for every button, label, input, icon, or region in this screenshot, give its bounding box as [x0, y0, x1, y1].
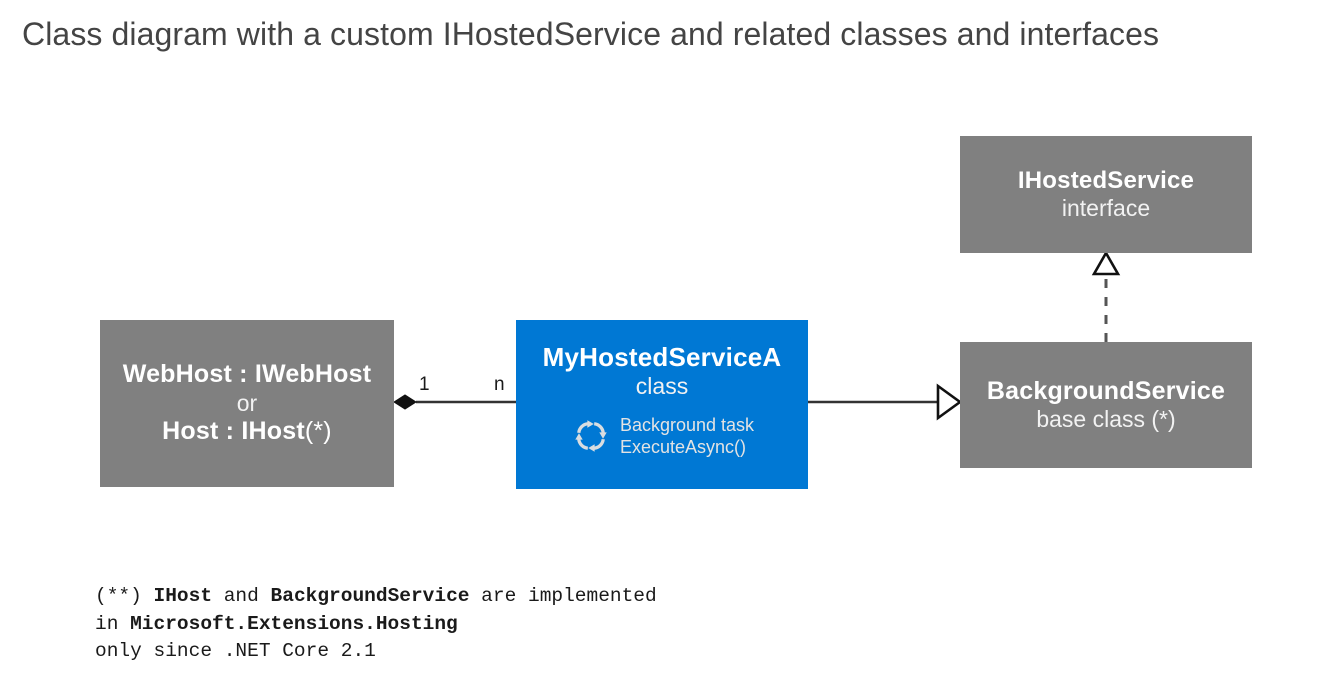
- footnote-line2: in Microsoft.Extensions.Hosting: [95, 613, 458, 635]
- footnote-implemented: are implemented: [469, 585, 657, 607]
- node-webhost-title-alt-text: Host : IHost: [162, 417, 305, 446]
- footnote-line3: only since .NET Core 2.1: [95, 640, 376, 663]
- sync-arrows-icon: [575, 420, 607, 452]
- node-ihostedservice-stereotype: interface: [1061, 195, 1151, 222]
- node-webhost-title-alt: Host : IHost(*): [162, 417, 332, 447]
- background-task-text: Background task ExecuteAsync(): [620, 414, 754, 459]
- edge-generalization-myhostedservice-to-backgroundservice: [808, 383, 963, 421]
- edge-composition-webhost-to-myhostedservice: [393, 394, 516, 410]
- footnote-backgroundservice: BackgroundService: [270, 585, 470, 607]
- node-myhostedservicea-title: MyHostedServiceA: [542, 342, 782, 372]
- hollow-triangle-arrow-icon: [1091, 250, 1121, 276]
- node-ihostedservice-title: IHostedService: [1017, 166, 1195, 194]
- class-node-myhostedservicea[interactable]: MyHostedServiceA class Background task E…: [516, 320, 808, 489]
- node-backgroundservice-title: BackgroundService: [986, 376, 1226, 405]
- edge-realization-backgroundservice-to-ihostedservice: [1091, 250, 1121, 342]
- page-title: Class diagram with a custom IHostedServi…: [22, 16, 1160, 52]
- class-node-webhost[interactable]: WebHost : IWebHost or Host : IHost(*): [100, 320, 394, 487]
- composition-diamond-icon: [393, 394, 417, 410]
- interface-node-ihostedservice[interactable]: IHostedService interface: [960, 136, 1252, 253]
- class-node-backgroundservice[interactable]: BackgroundService base class (*): [960, 342, 1252, 468]
- background-task-line1: Background task: [619, 414, 755, 435]
- node-backgroundservice-stereotype: base class (*): [1036, 406, 1176, 433]
- footnote: (**) IHost and BackgroundService are imp…: [95, 583, 657, 666]
- background-task-row: Background task ExecuteAsync(): [570, 414, 754, 459]
- multiplicity-label-target: n: [494, 374, 505, 395]
- multiplicity-label-source: 1: [419, 374, 430, 395]
- background-task-line2: ExecuteAsync(): [619, 437, 746, 458]
- hollow-triangle-arrow-icon: [936, 383, 963, 421]
- footnote-line1: (**) IHost and BackgroundService are imp…: [95, 585, 657, 607]
- footnote-namespace: Microsoft.Extensions.Hosting: [130, 612, 458, 635]
- node-webhost-or: or: [236, 389, 258, 416]
- footnote-marker: (**): [95, 585, 154, 607]
- node-myhostedservicea-stereotype: class: [635, 372, 689, 399]
- footnote-in: in: [95, 612, 131, 635]
- footnote-and: and: [212, 585, 271, 607]
- footnote-ihost: IHost: [153, 585, 213, 607]
- node-webhost-footnote-marker: (*): [304, 417, 332, 446]
- node-webhost-title: WebHost : IWebHost: [122, 360, 372, 389]
